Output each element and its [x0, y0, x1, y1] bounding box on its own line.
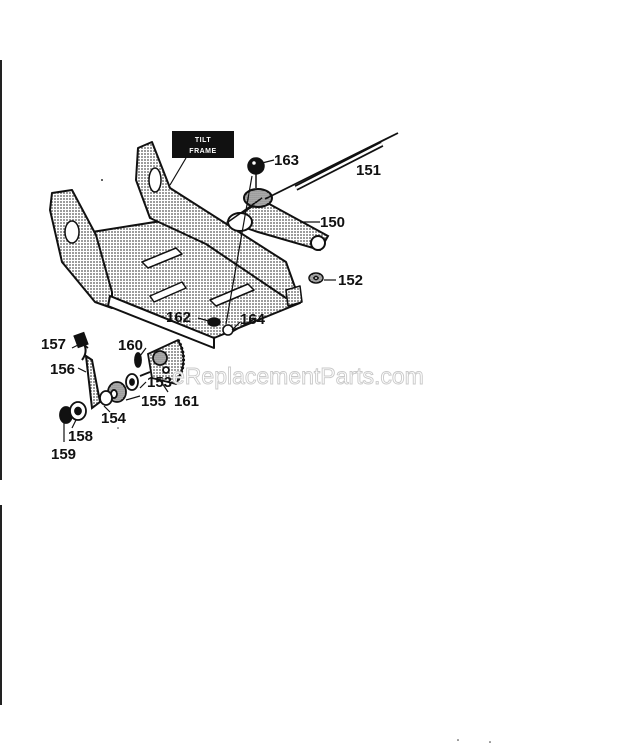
tilt-frame-label: TILT FRAME	[169, 131, 234, 186]
watermark: eReplacementParts.com	[172, 363, 424, 389]
callout-156: 156	[50, 361, 75, 378]
tilt-frame-label-line1: TILT	[195, 137, 211, 144]
left-border-line-bottom	[0, 505, 2, 705]
callout-161: 161	[174, 393, 199, 410]
left-border-line-top	[0, 60, 2, 480]
callout-153: 153	[147, 374, 172, 391]
knob-163	[225, 157, 265, 325]
callout-159: 159	[51, 446, 76, 463]
callout-160: 160	[118, 337, 143, 354]
fasteners-162-164	[207, 317, 257, 336]
callout-150: 150	[320, 214, 345, 231]
sector-plate-161	[146, 338, 185, 386]
tilt-rod-151	[264, 132, 399, 200]
callout-163: 163	[274, 152, 299, 169]
callout-164: 164	[240, 311, 266, 328]
callout-162: 162	[166, 309, 191, 326]
tilt-frame-front-lip	[107, 295, 215, 349]
callout-154: 154	[101, 410, 127, 427]
callout-158: 158	[68, 428, 93, 445]
lever-156	[81, 343, 102, 410]
scan-specks	[101, 179, 491, 743]
tilt-lever-150	[225, 188, 330, 252]
callout-155: 155	[141, 393, 166, 410]
tilt-frame	[49, 141, 303, 349]
callout-numbers: 150 151 152 153 154 155 156 157 158 159 …	[41, 152, 381, 463]
callout-157: 157	[41, 336, 66, 353]
callout-151: 151	[356, 162, 381, 179]
leader-lines	[63, 159, 336, 442]
tilt-frame-label-line2: FRAME	[189, 148, 216, 155]
bushing-stack	[99, 352, 151, 406]
nut-152	[308, 272, 324, 284]
spring-157	[73, 331, 89, 349]
washer-158-nut-159	[59, 401, 87, 424]
callout-152: 152	[338, 272, 363, 289]
